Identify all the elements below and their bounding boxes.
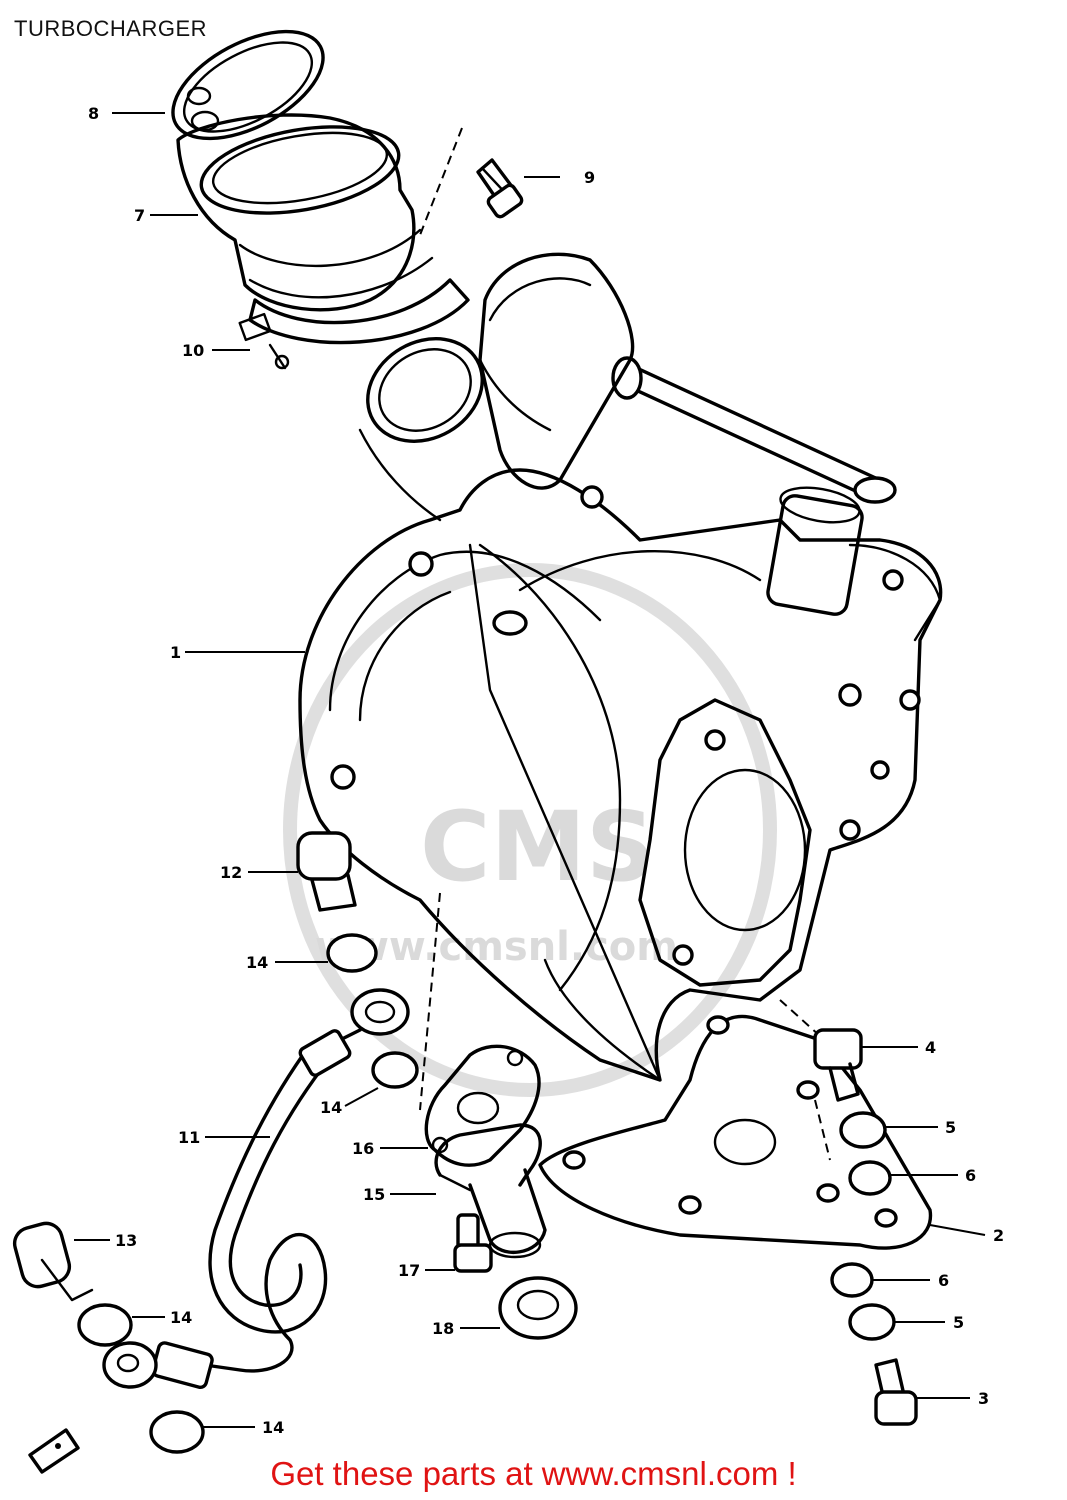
callout-3: 3 [978, 1389, 989, 1408]
callout-2: 2 [993, 1226, 1004, 1245]
gasket-16-part [424, 1044, 541, 1167]
washer-18-part [498, 1276, 578, 1340]
hose-clamp-part [238, 278, 470, 370]
washer-14c-part [77, 1303, 133, 1347]
washer-5a-part [839, 1111, 887, 1149]
front-arrow-icon [28, 1428, 80, 1474]
bolt-17-part [453, 1213, 493, 1273]
callout-6a: 6 [965, 1166, 976, 1185]
callout-5b: 5 [953, 1313, 964, 1332]
callout-14a: 14 [246, 953, 268, 972]
callout-1: 1 [170, 643, 181, 662]
callout-16: 16 [352, 1139, 374, 1158]
leader-lines [74, 112, 986, 1428]
oil-drain-15-part [434, 1123, 547, 1259]
callout-4: 4 [925, 1038, 936, 1057]
callout-10: 10 [182, 341, 204, 360]
washer-5b-part [848, 1303, 896, 1341]
diagram-title: TURBOCHARGER [14, 16, 208, 41]
washer-6a-part [848, 1160, 892, 1196]
washer-14d-part [149, 1410, 205, 1454]
oil-pipe-part [102, 988, 410, 1390]
callout-14d: 14 [262, 1418, 284, 1437]
callout-7: 7 [134, 206, 145, 225]
banjo-bolt-12-part [296, 831, 357, 912]
callout-6b: 6 [938, 1271, 949, 1290]
watermark-logo-text: CMS [420, 791, 655, 903]
callout-12: 12 [220, 863, 242, 882]
washer-6b-part [830, 1262, 874, 1298]
promo-link-text[interactable]: Get these parts at www.cmsnl.com ! [270, 1455, 797, 1492]
washer-14b-part [371, 1051, 419, 1089]
callout-5a: 5 [945, 1118, 956, 1137]
turbocharger-body-part [298, 252, 943, 1082]
callout-14c: 14 [170, 1308, 192, 1327]
bolt-3-part [874, 1358, 918, 1426]
washer-14a-part [326, 933, 378, 973]
callout-13: 13 [115, 1231, 137, 1250]
cap-nut-13-part [12, 1221, 94, 1302]
callout-11: 11 [178, 1128, 200, 1147]
bolt-4-part [813, 1028, 863, 1102]
callout-labels: 8 9 7 10 1 12 14 4 14 5 11 16 6 15 2 13 … [88, 104, 1004, 1437]
callout-9: 9 [584, 168, 595, 187]
bolt-9-part [476, 158, 524, 219]
inlet-pipe-part [176, 110, 434, 312]
callout-15: 15 [363, 1185, 385, 1204]
callout-18: 18 [432, 1319, 454, 1338]
callout-8: 8 [88, 104, 99, 123]
cms-watermark: CMS www.cmsnl.com [283, 563, 777, 1097]
callout-14b: 14 [320, 1098, 342, 1117]
callout-17: 17 [398, 1261, 420, 1280]
